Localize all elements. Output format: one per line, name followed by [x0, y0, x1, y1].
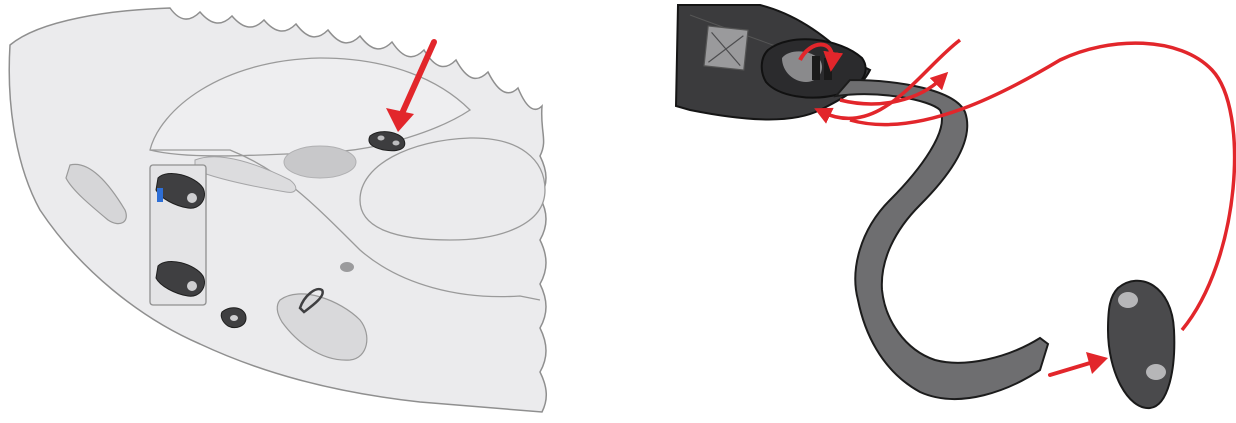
pad-eye-exploded	[1108, 281, 1174, 408]
deck-recess	[284, 146, 356, 178]
hull-panel	[9, 8, 546, 412]
strap-icon	[836, 80, 1048, 399]
drain-hole	[340, 262, 354, 272]
insert-arrow-icon	[1050, 352, 1108, 375]
strap-panel	[676, 5, 1235, 408]
strap-label-patch	[704, 26, 748, 70]
